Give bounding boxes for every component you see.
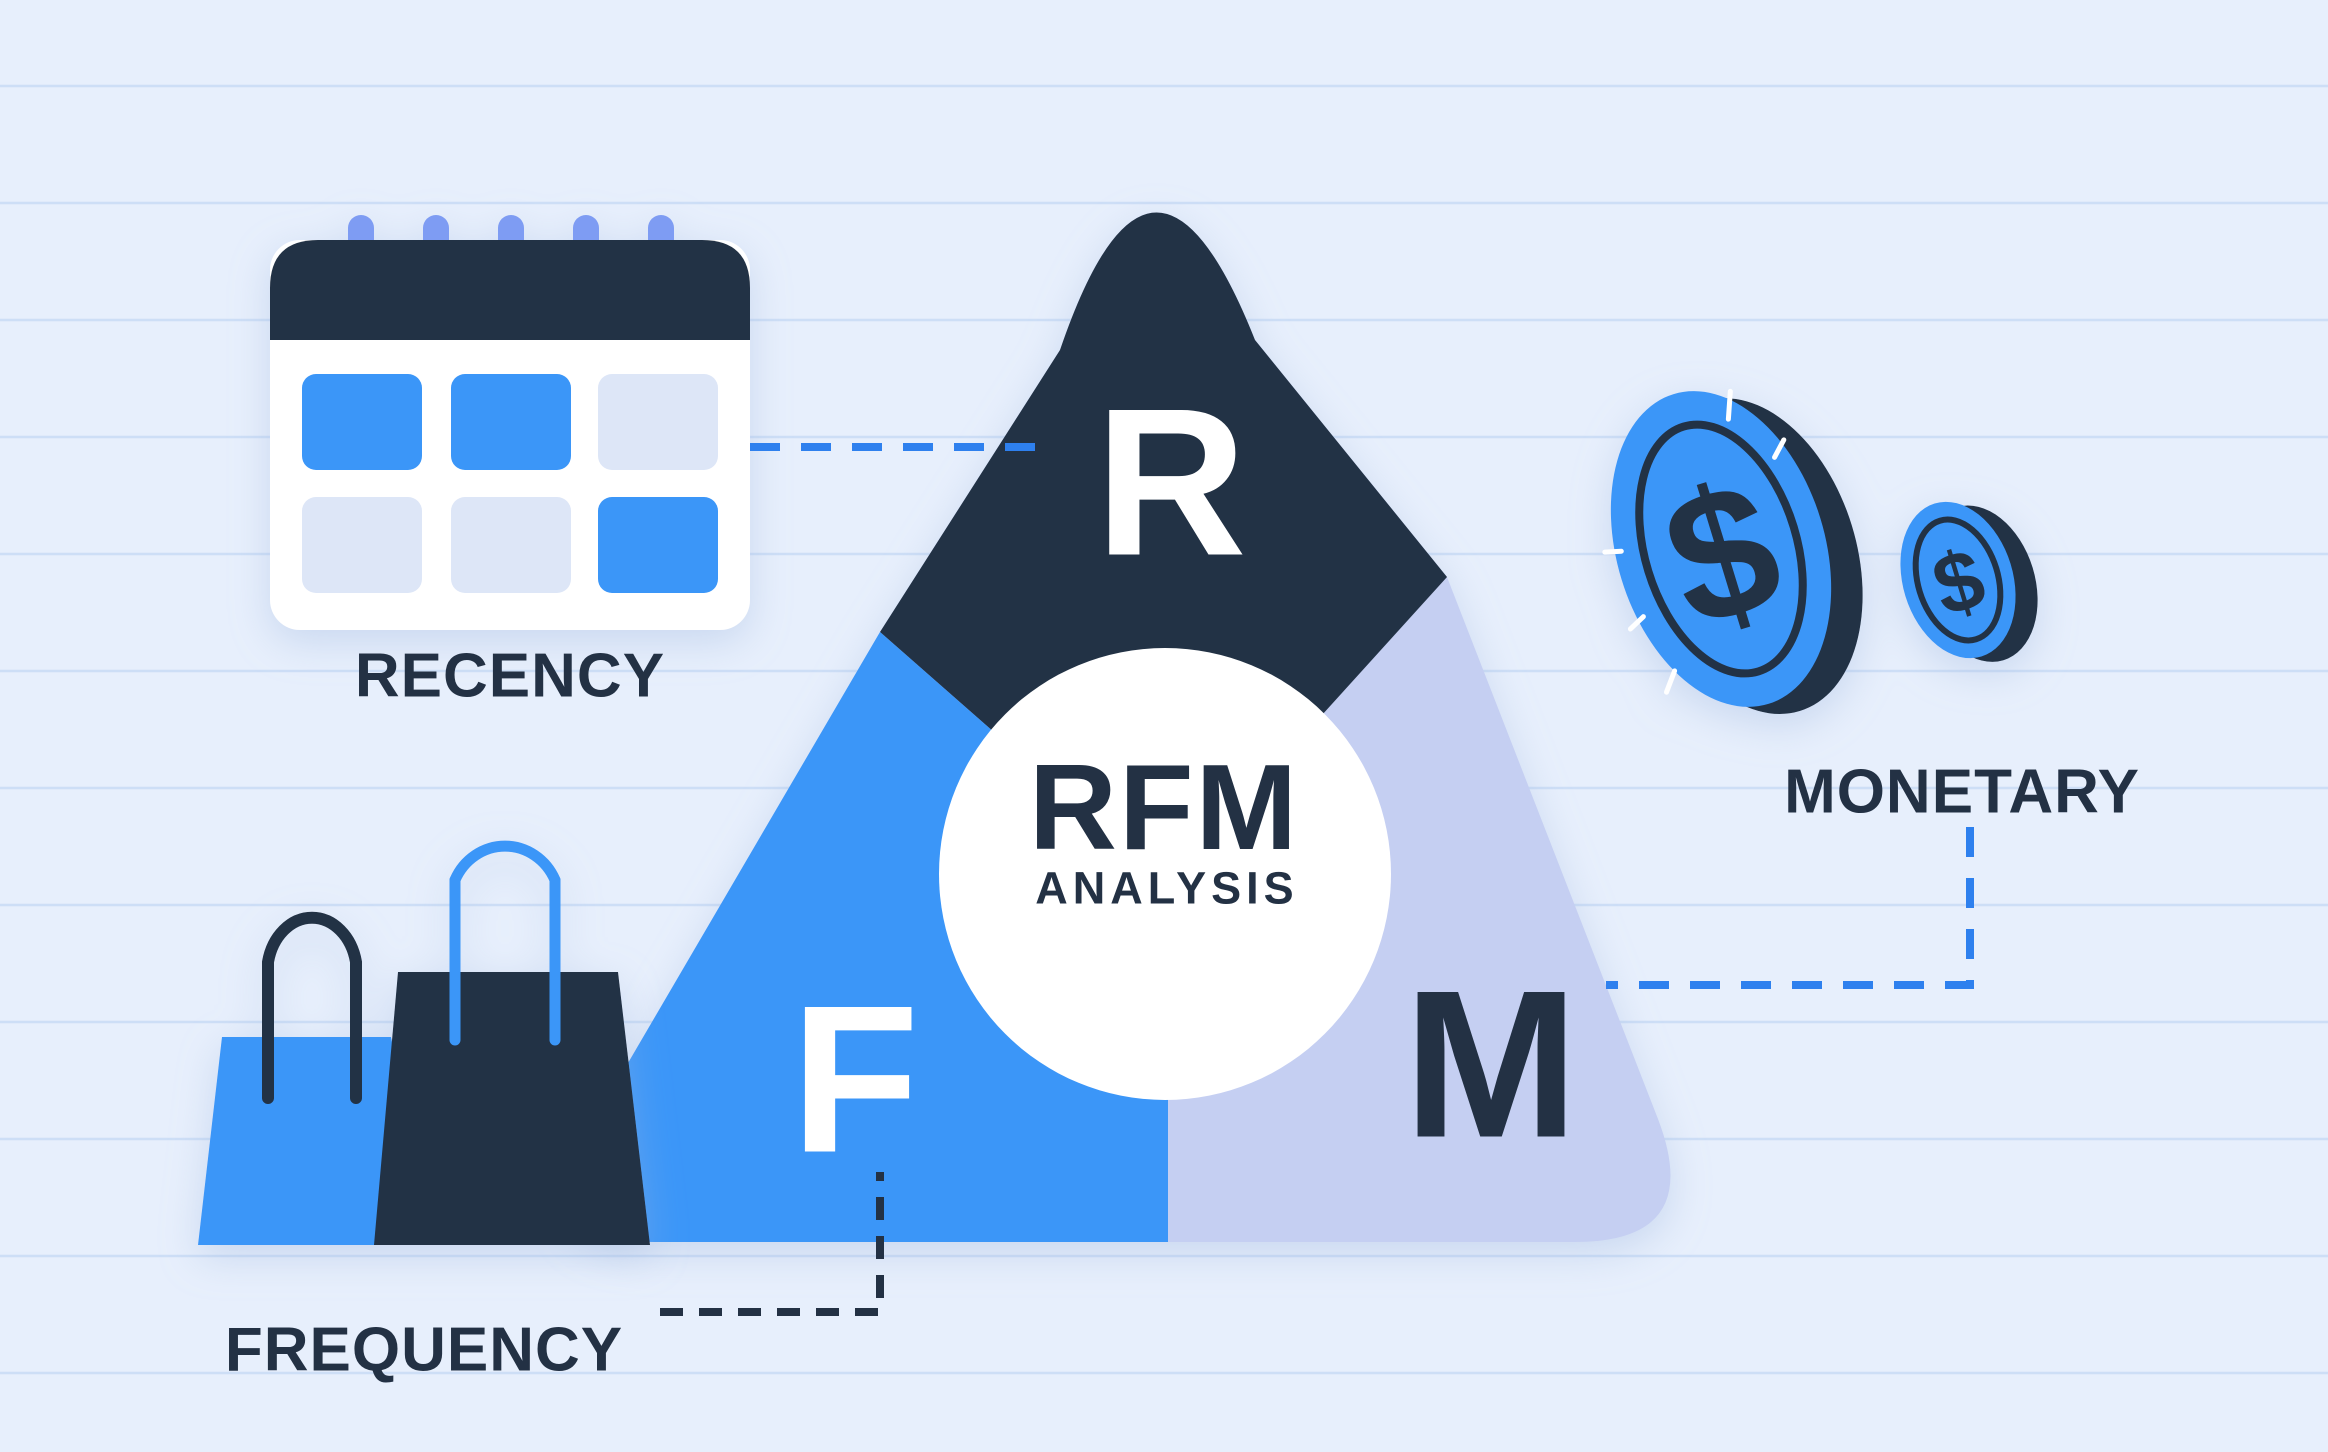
monetary-connector xyxy=(1606,827,1974,989)
coin-small: $ xyxy=(1900,501,2038,662)
shopping-bags-icon xyxy=(198,840,650,1245)
bag-handle-blue xyxy=(449,840,561,1046)
calendar-cell xyxy=(302,497,422,593)
calendar-cells xyxy=(302,374,718,593)
calendar-cell xyxy=(598,374,718,470)
monetary-label: MONETARY xyxy=(1784,758,2140,827)
shopping-bag-blue xyxy=(198,1037,432,1245)
calendar-cell xyxy=(302,374,422,470)
letter-m: M xyxy=(1404,947,1581,1182)
calendar-cell xyxy=(451,374,571,470)
letter-r: R xyxy=(1095,365,1249,600)
shopping-bag-dark xyxy=(374,972,650,1245)
frequency-connector xyxy=(660,1172,884,1316)
calendar-header xyxy=(270,240,750,340)
calendar-cell xyxy=(451,497,571,593)
letter-f: F xyxy=(791,962,921,1197)
coin-edge-ticks xyxy=(1602,388,1787,695)
rfm-center-circle xyxy=(939,648,1391,1100)
calendar-cell xyxy=(598,497,718,593)
rfm-title: RFM xyxy=(1029,739,1299,875)
bag-handle-navy xyxy=(262,911,362,1104)
calendar-icon xyxy=(270,215,750,630)
triangle-recency-section xyxy=(700,212,1620,885)
recency-label: RECENCY xyxy=(355,642,665,711)
dollar-coins-icon: $ $ xyxy=(1602,388,2038,714)
coin-large: $ xyxy=(1602,388,1863,714)
frequency-label: FREQUENCY xyxy=(225,1316,623,1385)
rfm-subtitle: ANALYSIS xyxy=(1035,863,1298,914)
